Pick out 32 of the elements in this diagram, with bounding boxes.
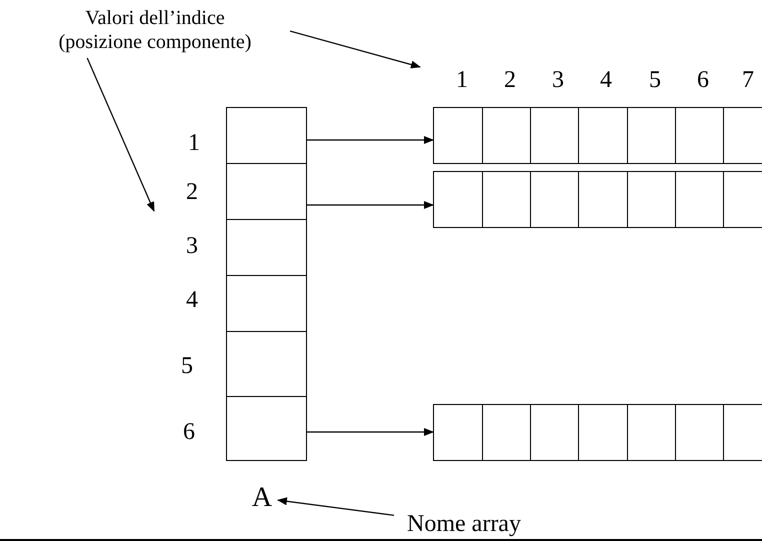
label-text: A — [252, 481, 272, 515]
index-number: 3 — [552, 68, 564, 92]
label-text: Valori dell’indice — [85, 6, 225, 30]
array-row — [433, 404, 762, 461]
index-number: 3 — [186, 234, 198, 258]
array-cell — [226, 275, 307, 332]
label-text: (posizione componente) — [58, 30, 252, 54]
array-cell — [226, 331, 307, 397]
label-text: Nome array — [407, 510, 521, 539]
index-number: 1 — [456, 68, 468, 92]
index-number: 6 — [183, 420, 195, 444]
index-number: 6 — [697, 68, 709, 92]
array-cell — [226, 396, 307, 461]
index-number: 4 — [186, 288, 198, 312]
index-number: 5 — [649, 68, 661, 92]
index-number: 7 — [742, 68, 754, 92]
index-number: 1 — [188, 131, 200, 155]
index-number: 2 — [186, 180, 198, 204]
leader-line — [86, 58, 155, 212]
index-number: 5 — [181, 354, 193, 378]
index-number: 2 — [504, 68, 516, 92]
array-row — [433, 107, 762, 164]
arrow — [307, 201, 434, 209]
arrow — [307, 428, 434, 436]
array-cell — [226, 107, 307, 164]
arrow — [277, 497, 394, 516]
array-cell — [226, 163, 307, 220]
array-row — [433, 171, 762, 228]
index-number: 4 — [600, 68, 612, 92]
arrow — [307, 136, 434, 144]
array-cell — [226, 219, 307, 276]
leader-line — [290, 30, 421, 68]
